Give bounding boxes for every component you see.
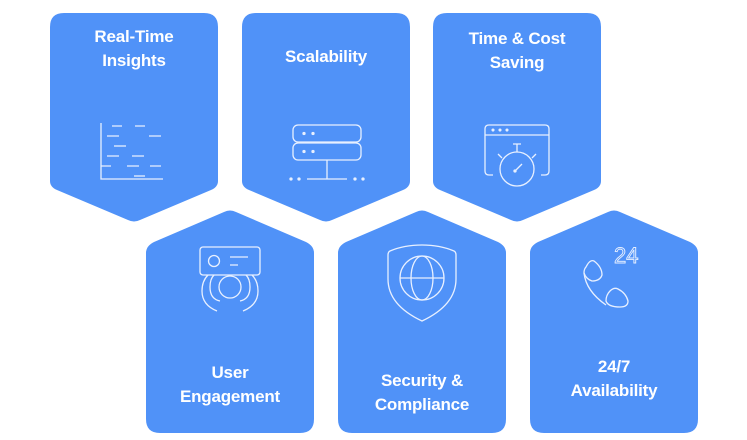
card-security-compliance: Security & Compliance [338,209,506,433]
card-scalability: Scalability [242,13,410,223]
card-availability: 24/7 Availability 24 [530,209,698,433]
card-user-engagement: User Engagement [146,209,314,433]
card-shape-up [530,210,698,433]
card-title: User Engagement [179,363,281,406]
card-title: Real-Time Insights [94,27,174,70]
phone-24-icon: 24 [582,243,648,316]
shield-globe-icon [386,243,458,328]
card-real-time-insights: Real-Time Insights [50,13,218,223]
scatter-chart-icon [97,121,167,188]
card-title: Security & Compliance [374,371,470,414]
card-title: 24/7 Availability [570,357,658,400]
card-shape-up [338,210,506,433]
user-card-icon [198,245,262,318]
card-shape-down [242,13,410,222]
svg-text:24: 24 [614,243,638,268]
card-time-cost-saving: Time & Cost Saving [433,13,601,223]
card-title: Scalability [285,47,367,66]
browser-stopwatch-icon [483,123,551,194]
card-shape-down [50,13,218,222]
card-shape-down [433,13,601,222]
server-stack-icon [289,123,365,190]
card-title: Time & Cost Saving [468,29,566,72]
card-shape-up [146,210,314,433]
